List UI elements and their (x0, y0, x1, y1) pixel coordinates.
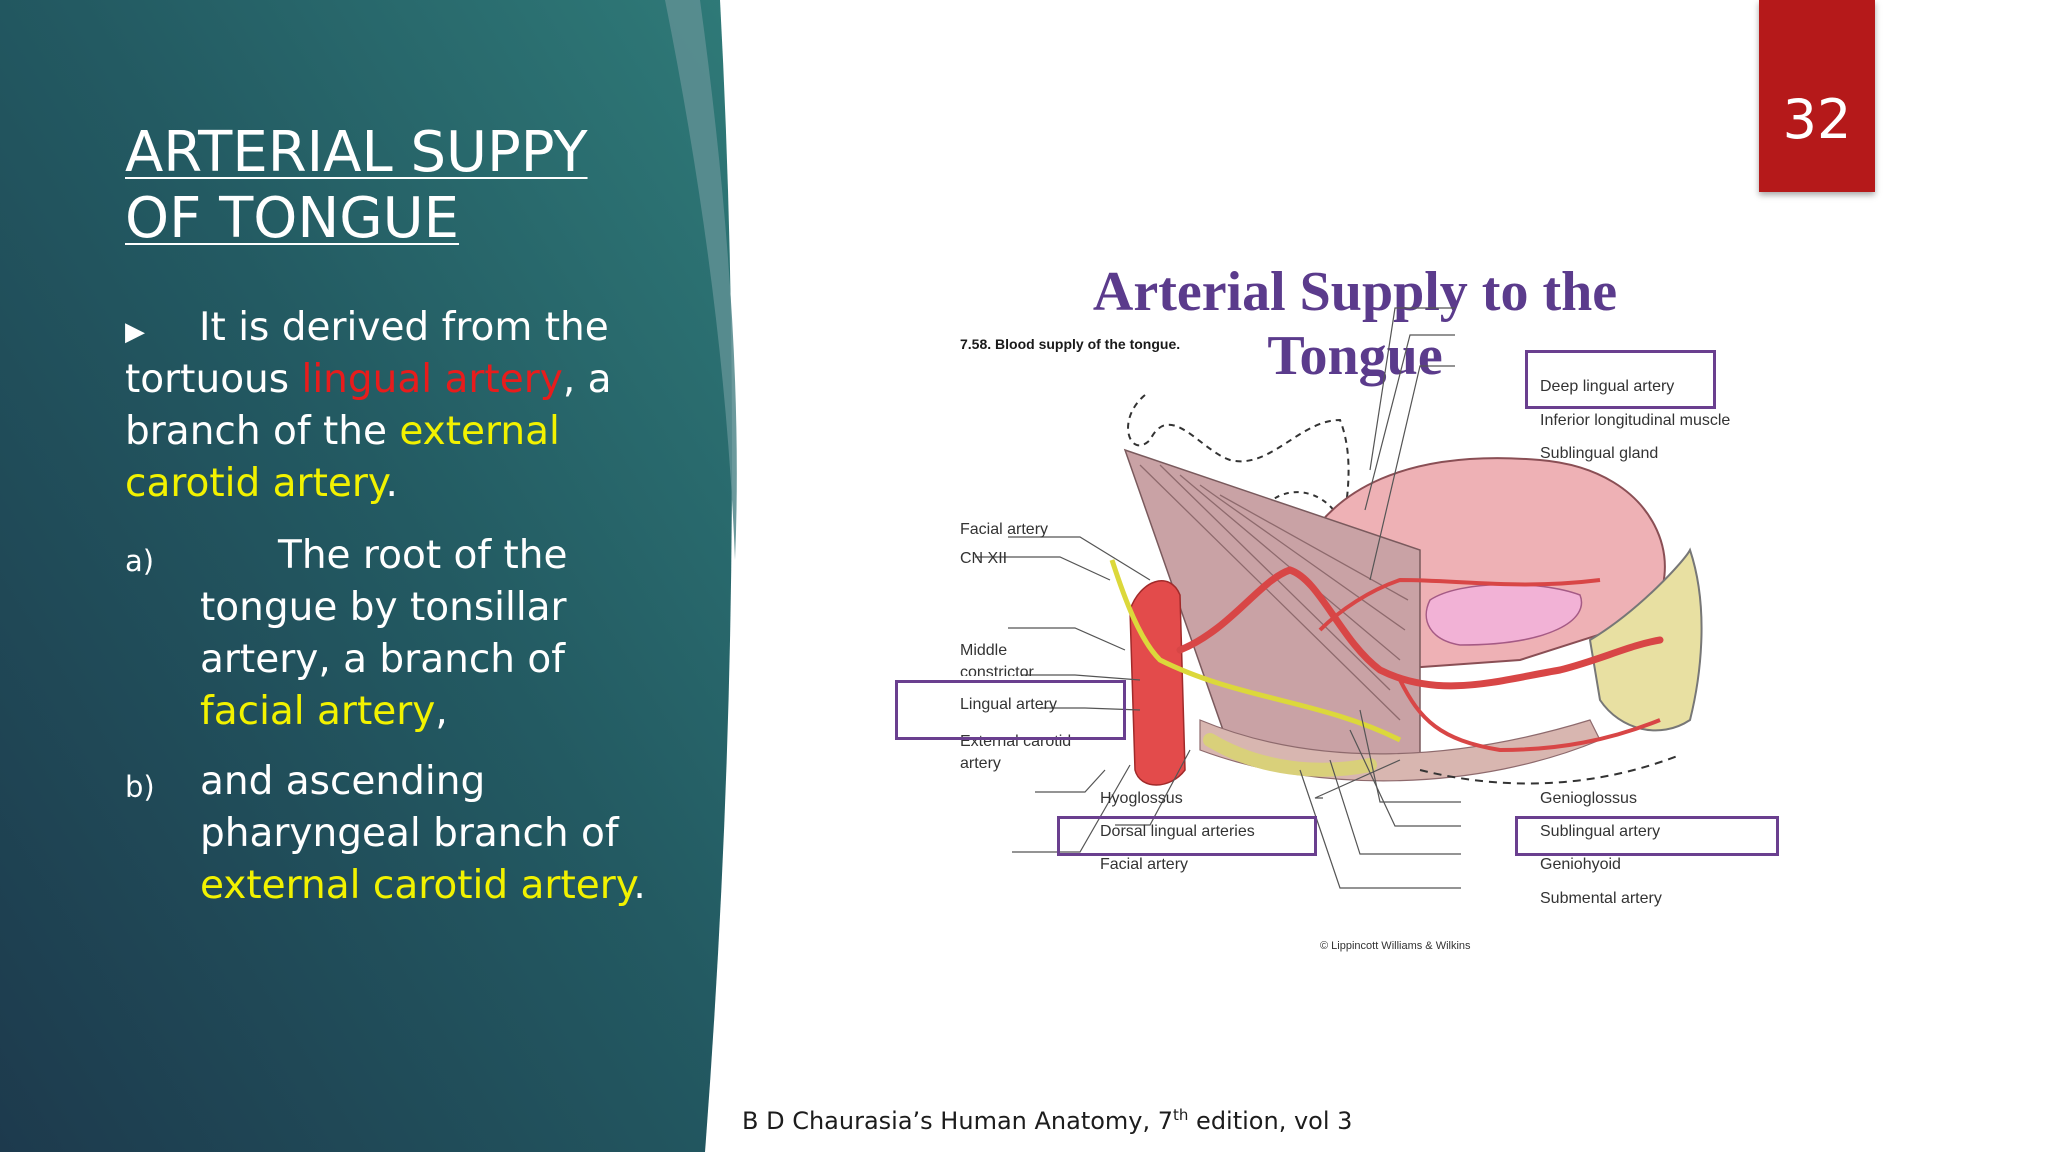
label-facial-artery-top: Facial artery (960, 521, 1049, 538)
highlight-box-deep-lingual (1525, 350, 1716, 409)
dashed-outline (1127, 394, 1350, 581)
sub-item-a: The root of the tongue by tonsillar arte… (200, 530, 720, 738)
highlight-box-lingual-artery (895, 680, 1126, 740)
sub-a-text-1: The root of the (278, 533, 568, 578)
bullet-text-3: , a (562, 357, 612, 402)
label-geniohyoid: Geniohyoid (1540, 856, 1621, 873)
sub-b-text-2: pharyngeal branch of (200, 811, 619, 856)
lingual-artery-path (1176, 566, 1664, 690)
page-number: 32 (1782, 88, 1852, 151)
figure-credit: © Lippincott Williams & Wilkins (1320, 940, 1471, 952)
tongue-arterial-figure: Arterial Supply to the Tongue 7.58. Bloo… (895, 250, 1900, 970)
label-hyoglossus: Hyoglossus (1100, 790, 1183, 807)
label-dorsal-lingual-arteries: Dorsal lingual arteries (1100, 823, 1255, 840)
label-deep-lingual-artery: Deep lingual artery (1540, 378, 1675, 395)
sub-item-b: and ascending pharyngeal branch of exter… (200, 756, 760, 912)
citation-pre: B D Chaurasia’s Human Anatomy, 7 (742, 1107, 1174, 1135)
sub-b-text-3: . (633, 863, 646, 908)
label-facial-artery-bottom: Facial artery (1100, 856, 1189, 873)
title-line-1: ARTERIAL SUPPY (125, 120, 588, 185)
highlight-external: external (399, 409, 560, 454)
sub-a-text-4: , (435, 689, 448, 734)
highlight-lingual-artery: lingual artery (301, 357, 563, 402)
bullet-text-1: It is derived from the (199, 305, 609, 350)
sub-a-text-2: tongue by tonsillar (200, 585, 567, 630)
highlight-carotid-artery: carotid artery (125, 461, 386, 506)
bullet-text-4: branch of the (125, 409, 400, 454)
bullet-text-5: . (385, 461, 398, 506)
citation-sup: th (1173, 1106, 1189, 1124)
highlight-facial-artery: facial artery (200, 689, 436, 734)
label-middle: Middle (960, 642, 1008, 659)
label-lingual-artery: Lingual artery (960, 696, 1057, 713)
label-constrictor: constrictor (960, 664, 1034, 676)
sub-a-text-3: artery, a branch of (200, 637, 565, 682)
label-cn-xii: CN XII (960, 550, 1008, 567)
sub-marker-a: a) (125, 544, 155, 578)
highlight-box-sublingual-artery (1515, 816, 1779, 856)
label-artery: artery (960, 755, 1001, 772)
bullet-paragraph: It is derived from the tortuous lingual … (125, 302, 725, 510)
label-submental-artery: Submental artery (1540, 890, 1662, 907)
figure-title: Arterial Supply to the Tongue (1092, 261, 1618, 387)
tongue-illustration (975, 307, 1703, 889)
citation: B D Chaurasia’s Human Anatomy, 7th editi… (742, 1106, 1352, 1135)
label-sublingual-artery: Sublingual artery (1540, 823, 1661, 840)
highlight-external-carotid-artery: external carotid artery (200, 863, 634, 908)
citation-post: edition, vol 3 (1188, 1107, 1353, 1135)
bullet-text-2: tortuous (125, 357, 302, 402)
label-genioglossus: Genioglossus (1540, 790, 1637, 807)
sub-b-text-1: and ascending (200, 759, 486, 804)
leader-lines (975, 307, 1461, 889)
sub-marker-b: b) (125, 770, 155, 804)
label-inferior-longitudinal: Inferior longitudinal muscle (1540, 412, 1731, 429)
external-carotid-vessel (1129, 580, 1186, 786)
highlight-box-dorsal-lingual (1057, 816, 1317, 856)
figure-caption: 7.58. Blood supply of the tongue. (960, 336, 1181, 352)
bullet-arrow-icon: ▶ (125, 316, 145, 346)
page-number-badge: 32 (1759, 0, 1875, 192)
slide-title: ARTERIAL SUPPY OF TONGUE (125, 120, 685, 252)
title-line-2: OF TONGUE (125, 186, 460, 251)
label-sublingual-gland: Sublingual gland (1540, 445, 1659, 462)
